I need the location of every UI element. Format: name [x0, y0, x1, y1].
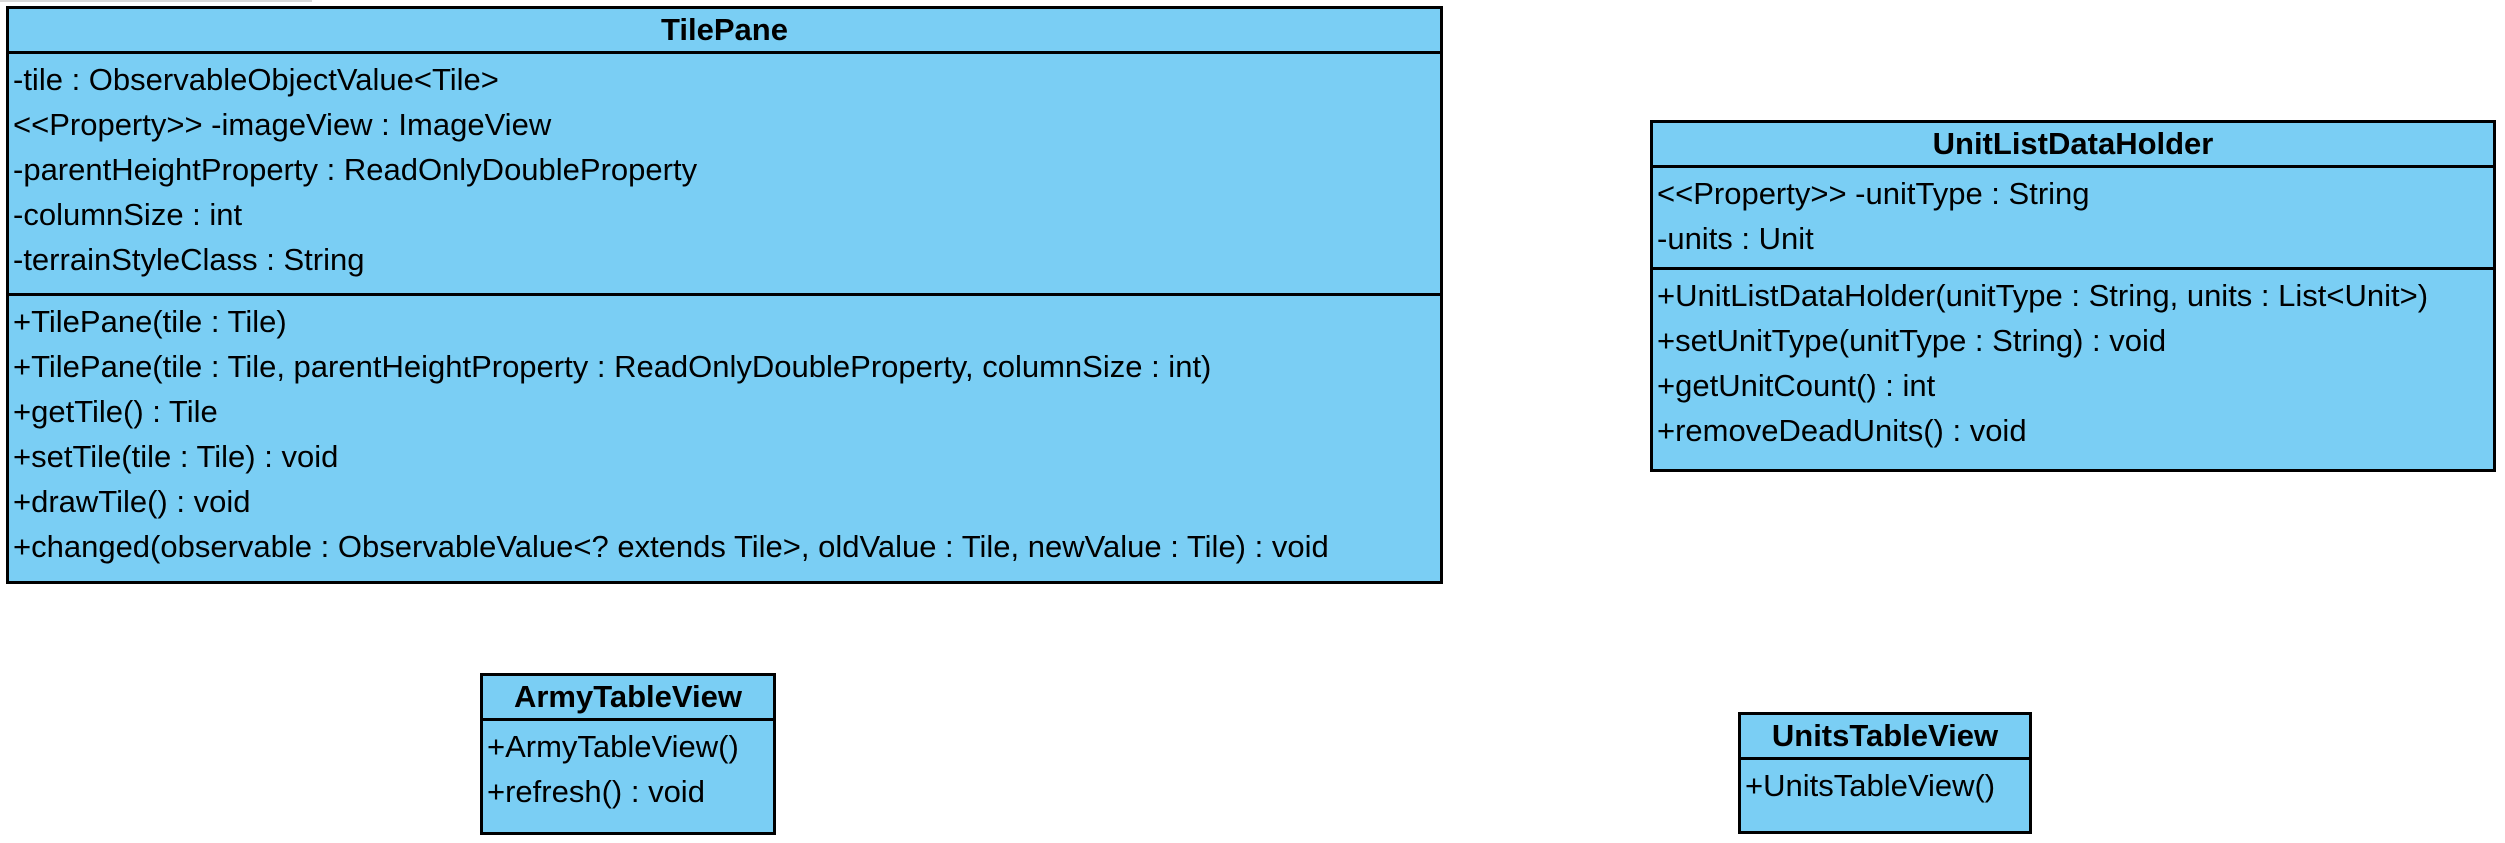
operation: +TilePane(tile : Tile): [13, 304, 287, 339]
class-unitstableview[interactable]: UnitsTableView +UnitsTableView(): [1738, 712, 2032, 834]
operation: +UnitsTableView(): [1745, 768, 1996, 803]
class-name: UnitsTableView: [1741, 715, 2029, 760]
attribute: -tile : ObservableObjectValue<Tile>: [13, 62, 499, 97]
faint-line-mark: [0, 0, 312, 2]
attributes-compartment: -tile : ObservableObjectValue<Tile> <<Pr…: [9, 54, 1440, 296]
attribute: -units : Unit: [1657, 221, 1814, 256]
operation: +drawTile() : void: [13, 484, 251, 519]
attribute: -parentHeightProperty : ReadOnlyDoublePr…: [13, 152, 698, 187]
class-armytableview[interactable]: ArmyTableView +ArmyTableView() +refresh(…: [480, 673, 776, 835]
operation: +removeDeadUnits() : void: [1657, 413, 2027, 448]
operation: +getUnitCount() : int: [1657, 368, 1936, 403]
operation: +setTile(tile : Tile) : void: [13, 439, 339, 474]
operation: +refresh() : void: [487, 774, 705, 809]
class-unitlistdataholder[interactable]: UnitListDataHolder <<Property>> -unitTyp…: [1650, 120, 2496, 472]
operation: +ArmyTableView(): [487, 729, 739, 764]
operation: +UnitListDataHolder(unitType : String, u…: [1657, 278, 2429, 313]
class-name: ArmyTableView: [483, 676, 773, 721]
operations-compartment: +UnitsTableView(): [1741, 760, 2029, 812]
operation: +changed(observable : ObservableValue<? …: [13, 529, 1329, 564]
attribute: <<Property>> -unitType : String: [1657, 176, 2090, 211]
operation: +setUnitType(unitType : String) : void: [1657, 323, 2167, 358]
operation: +TilePane(tile : Tile, parentHeightPrope…: [13, 349, 1212, 384]
attribute: <<Property>> -imageView : ImageView: [13, 107, 552, 142]
attribute: -columnSize : int: [13, 197, 243, 232]
class-tilepane[interactable]: TilePane -tile : ObservableObjectValue<T…: [6, 6, 1443, 584]
operations-compartment: +UnitListDataHolder(unitType : String, u…: [1653, 270, 2493, 457]
operations-compartment: +ArmyTableView() +refresh() : void: [483, 721, 773, 818]
attributes-compartment: <<Property>> -unitType : String -units :…: [1653, 168, 2493, 270]
attribute: -terrainStyleClass : String: [13, 242, 365, 277]
operation: +getTile() : Tile: [13, 394, 218, 429]
operations-compartment: +TilePane(tile : Tile) +TilePane(tile : …: [9, 296, 1440, 573]
class-name: TilePane: [9, 9, 1440, 54]
class-name: UnitListDataHolder: [1653, 123, 2493, 168]
